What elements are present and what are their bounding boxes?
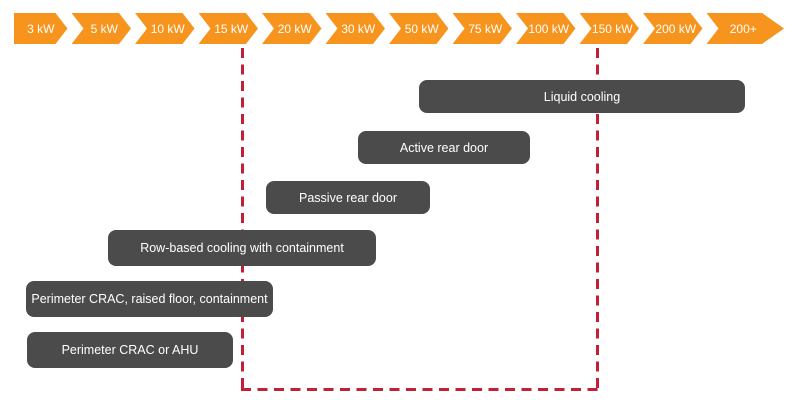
range-bar-active-rear-door: Active rear door [358, 131, 530, 164]
kw-scale-segment-5kw: 5 kW [72, 13, 132, 44]
kw-scale-band: 3 kW 5 kW 10 kW 15 kW 20 kW 30 kW 50 kW … [14, 13, 784, 44]
range-bar-row-based-cooling: Row-based cooling with containment [108, 230, 376, 266]
range-bar-perimeter-crac-or-ahu: Perimeter CRAC or AHU [27, 332, 233, 368]
range-bar-perimeter-crac-raised-floor: Perimeter CRAC, raised floor, containmen… [26, 281, 273, 317]
range-bar-passive-rear-door: Passive rear door [266, 181, 430, 214]
range-bar-liquid-cooling: Liquid cooling [419, 80, 745, 113]
kw-scale-segment-3kw: 3 kW [14, 13, 68, 44]
